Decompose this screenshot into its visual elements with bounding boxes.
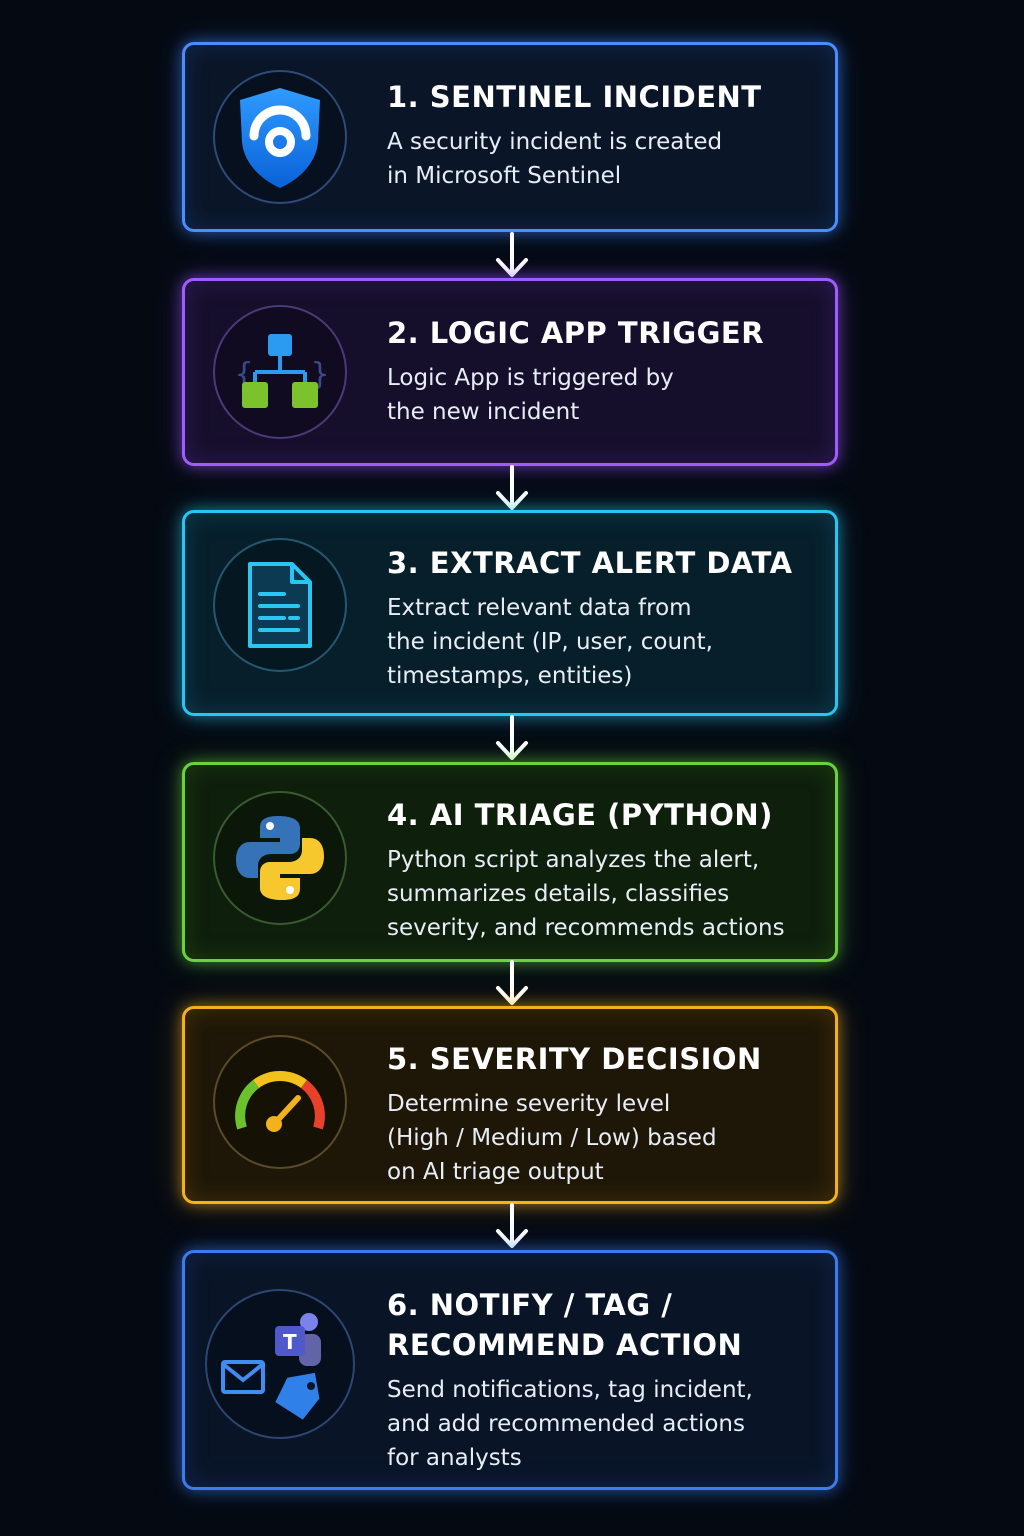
workflow-icon: { }	[235, 334, 329, 408]
arrow-down-icon	[496, 465, 528, 510]
teams-icon: T	[275, 1313, 321, 1366]
step-title: 3. EXTRACT ALERT DATA	[387, 546, 793, 580]
arrow-down-icon	[496, 715, 528, 760]
mail-icon	[221, 1360, 265, 1394]
step-title: 1. SENTINEL INCIDENT	[387, 80, 762, 114]
icon-ring	[213, 791, 347, 925]
step-description: Python script analyzes the alert, summar…	[387, 847, 785, 941]
icon-ring: { }	[213, 305, 347, 439]
step-description: Logic App is triggered by the new incide…	[387, 365, 674, 425]
step-logic-app-trigger: { } 2. LOGIC APP TRIGGER Logic App is tr…	[182, 278, 838, 466]
notify-icons: T	[221, 1313, 321, 1420]
step-ai-triage: 4. AI TRIAGE (PYTHON) Python script anal…	[182, 762, 838, 962]
step-title: 5. SEVERITY DECISION	[387, 1042, 762, 1076]
python-icon	[236, 816, 324, 900]
icon-ring	[213, 1035, 347, 1169]
tag-icon	[275, 1372, 320, 1420]
step-title: 6. NOTIFY / TAG / RECOMMEND ACTION	[387, 1288, 743, 1362]
step-description: Send notifications, tag incident, and ad…	[387, 1377, 753, 1471]
icon-ring	[213, 70, 347, 204]
arrow-down-icon	[496, 1203, 528, 1248]
arrow-down-icon	[496, 960, 528, 1005]
svg-text:T: T	[283, 1330, 297, 1354]
icon-ring: T	[205, 1289, 355, 1439]
step-title: 4. AI TRIAGE (PYTHON)	[387, 798, 773, 832]
document-icon	[248, 562, 312, 648]
step-notify-tag-recommend: T 6. NOTIFY / TAG / RECOMMEND ACTION	[182, 1250, 838, 1490]
gauge-icon	[235, 1071, 325, 1132]
step-description: A security incident is created in Micros…	[387, 129, 723, 189]
step-title: 2. LOGIC APP TRIGGER	[387, 316, 765, 350]
step-sentinel-incident: 1. SENTINEL INCIDENT A security incident…	[182, 42, 838, 232]
shield-icon	[240, 88, 320, 188]
icon-ring	[213, 538, 347, 672]
step-description: Extract relevant data from the incident …	[387, 595, 713, 689]
arrow-down-icon	[496, 232, 528, 277]
step-severity-decision: 5. SEVERITY DECISION Determine severity …	[182, 1006, 838, 1204]
step-description: Determine severity level (High / Medium …	[387, 1091, 717, 1185]
step-extract-alert-data: 3. EXTRACT ALERT DATA Extract relevant d…	[182, 510, 838, 716]
